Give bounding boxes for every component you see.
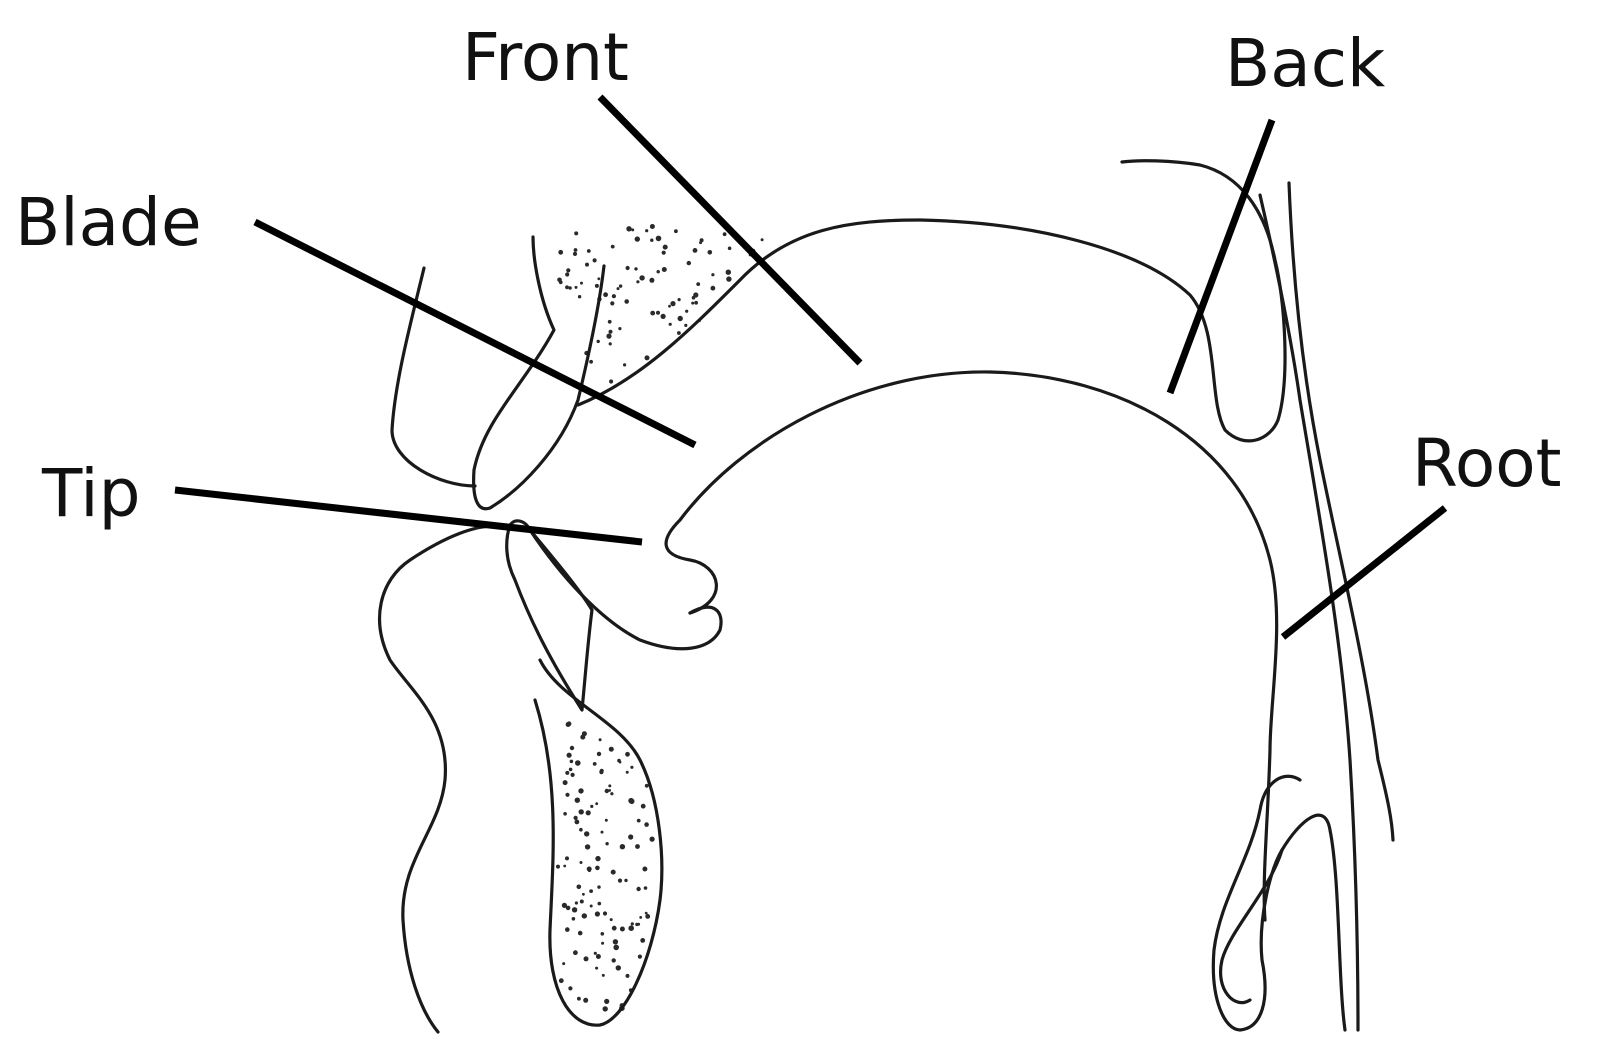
tongue-tip-curl [530,530,721,649]
lower-gum-stipple [556,721,655,1011]
lower-tooth-outline [507,521,592,710]
back-leader-line [1170,120,1272,393]
palate-outline [578,161,1285,441]
tip-label: Tip [41,455,141,532]
root-label: Root [1412,425,1562,502]
blade-label: Blade [15,184,202,261]
tip-leader-line [175,490,642,542]
lower-lip-outline [380,526,505,1032]
tongue-outline [666,372,1277,920]
front-label: Front [462,19,629,96]
back-label: Back [1225,25,1386,102]
epiglottis-inner [1221,850,1282,1003]
lower-gum-outline [535,660,662,1025]
pharynx-wall [1289,183,1393,840]
blade-leader-line [255,222,695,445]
root-leader-line [1283,508,1445,637]
upper-tooth-outline [474,237,604,509]
epiglottis-outline [1213,776,1345,1030]
